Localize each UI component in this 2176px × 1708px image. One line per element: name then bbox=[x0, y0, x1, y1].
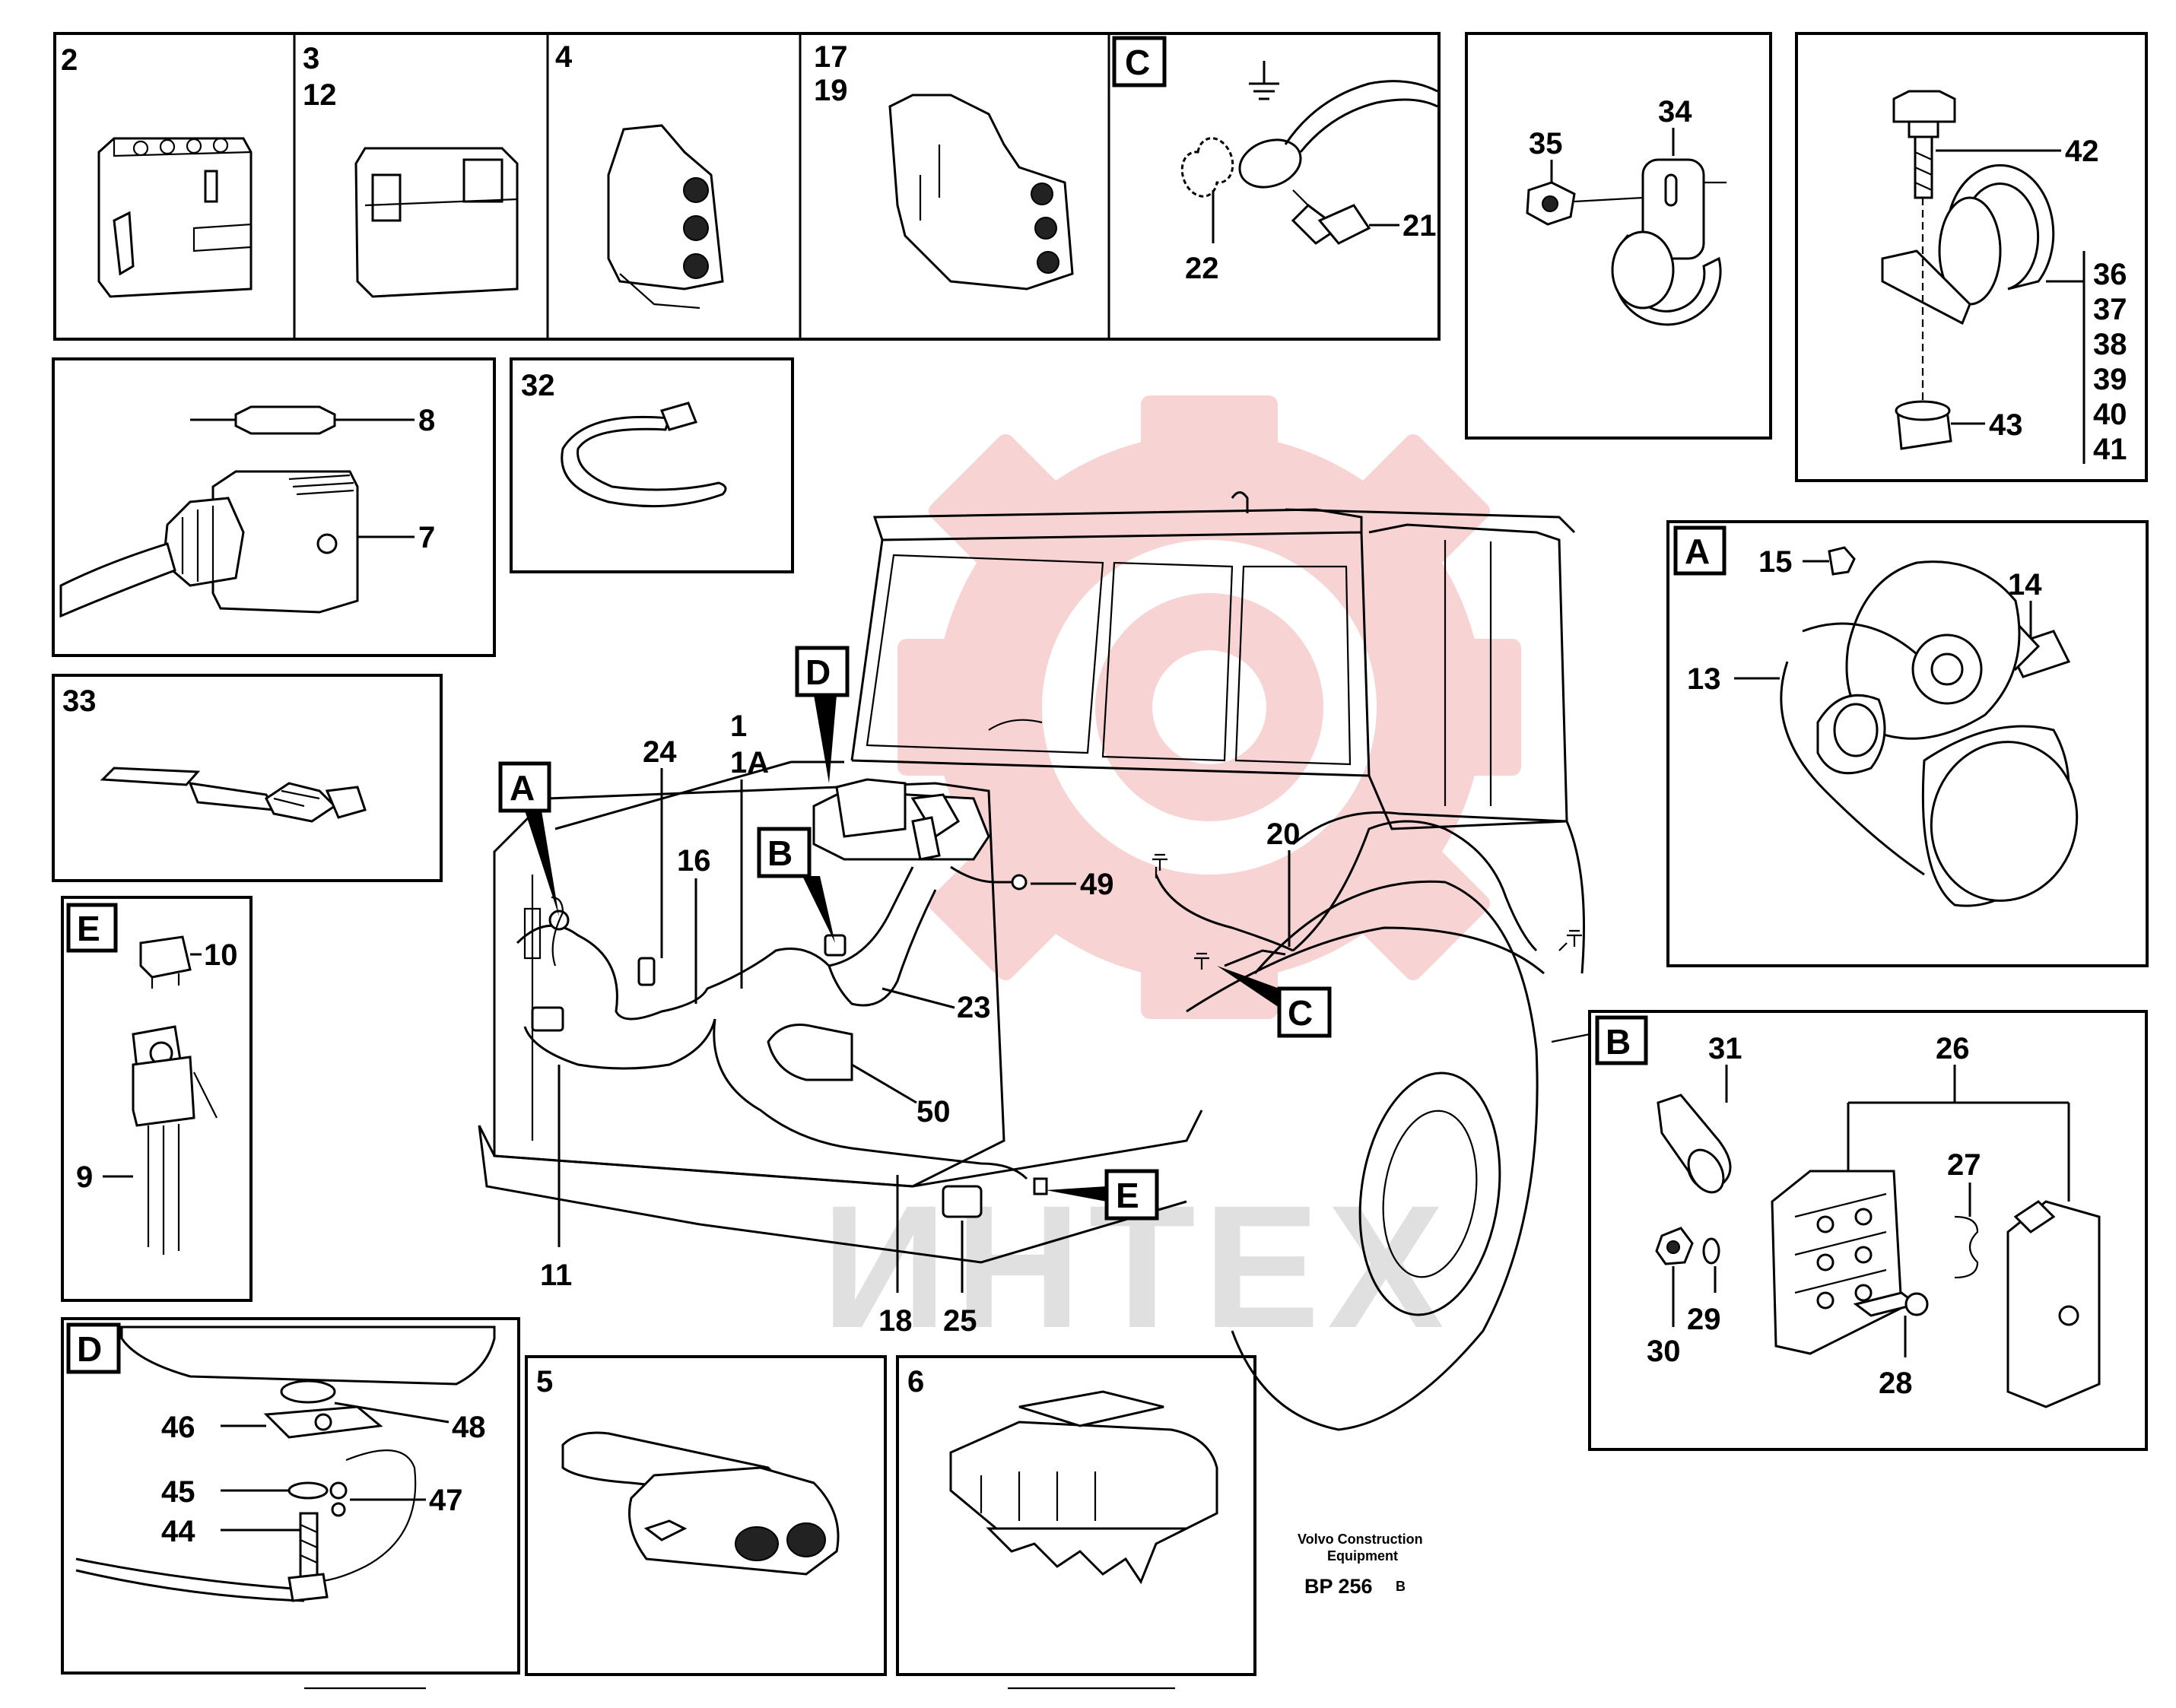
callout-stack-36-41: 36 37 38 39 40 41 bbox=[2093, 258, 2127, 466]
panel-7-8-valve-connector: 8 7 bbox=[52, 357, 496, 657]
callout-35: 35 bbox=[1529, 127, 1563, 160]
callout-23: 23 bbox=[957, 991, 991, 1024]
callout-28: 28 bbox=[1879, 1367, 1913, 1400]
panel-3-12-connector: 3 12 bbox=[303, 42, 519, 298]
panel-33-number: 33 bbox=[62, 684, 97, 718]
panel-33-terminal: 33 bbox=[52, 674, 443, 882]
ground-symbol-icon bbox=[1152, 853, 1582, 970]
panel-36-43-grommet: 42 43 36 37 38 39 40 41 bbox=[1795, 32, 2148, 482]
panel-e-fuse-relay: E 10 9 bbox=[61, 896, 253, 1302]
callout-11: 11 bbox=[540, 1259, 572, 1292]
callout-24: 24 bbox=[643, 735, 677, 769]
panel-6-connector: 6 bbox=[896, 1355, 1256, 1676]
callout-41: 41 bbox=[2093, 433, 2127, 466]
panel-d-ground-stud: D 48 46 45 47 44 bbox=[61, 1317, 520, 1675]
callout-21: 21 bbox=[1402, 209, 1437, 243]
callout-29: 29 bbox=[1687, 1303, 1721, 1336]
footer-maker-line2: Equipment bbox=[1327, 1548, 1398, 1564]
callout-15: 15 bbox=[1758, 545, 1793, 579]
panel-b-letter: B bbox=[1606, 1022, 1631, 1062]
main-tag-d: D bbox=[805, 652, 831, 692]
callout-50: 50 bbox=[916, 1095, 951, 1129]
panel-4-number: 4 bbox=[555, 40, 573, 74]
panel-19-number: 19 bbox=[814, 74, 848, 107]
panel-5-connector: 5 bbox=[525, 1355, 887, 1676]
callout-20: 20 bbox=[1266, 817, 1301, 851]
callout-16: 16 bbox=[677, 844, 711, 878]
panel-a-letter: A bbox=[1685, 532, 1710, 571]
panel-d-letter: D bbox=[77, 1329, 102, 1369]
callout-42: 42 bbox=[2065, 135, 2099, 168]
panel-3-number: 3 bbox=[303, 42, 319, 75]
panel-12-number: 12 bbox=[303, 78, 337, 112]
callout-30: 30 bbox=[1647, 1335, 1681, 1368]
panel-32-cable-tie: 32 bbox=[510, 357, 794, 573]
callout-14: 14 bbox=[2008, 568, 2042, 602]
panel-17-19-connector: 17 19 bbox=[814, 40, 1074, 290]
callout-49: 49 bbox=[1080, 868, 1114, 901]
callout-9: 9 bbox=[76, 1160, 93, 1194]
callout-38: 38 bbox=[2093, 328, 2127, 361]
callout-39: 39 bbox=[2093, 363, 2127, 396]
panel-e-letter: E bbox=[77, 909, 100, 948]
main-tag-a: A bbox=[510, 768, 535, 808]
callout-22: 22 bbox=[1185, 252, 1219, 285]
footer-code: BP 256 bbox=[1304, 1575, 1373, 1598]
panel-c-ground-terminal: C 21 22 bbox=[1112, 36, 1438, 285]
panel-b-connector-block: B 31 26 27 30 29 28 bbox=[1588, 1010, 2148, 1451]
callout-7: 7 bbox=[418, 521, 435, 554]
callout-37: 37 bbox=[2093, 293, 2127, 326]
watermark-gear-logo bbox=[897, 395, 1521, 1019]
callout-10: 10 bbox=[204, 938, 238, 972]
callout-8: 8 bbox=[418, 404, 435, 437]
panel-2-connector: 2 bbox=[61, 43, 253, 298]
callout-34: 34 bbox=[1658, 95, 1692, 129]
callout-46: 46 bbox=[161, 1411, 195, 1444]
footer-block: Volvo Construction Equipment BP 256 B bbox=[304, 1532, 1423, 1690]
main-tag-b: B bbox=[767, 833, 793, 873]
callout-48: 48 bbox=[452, 1411, 486, 1444]
panel-row-1 bbox=[53, 32, 1441, 341]
panel-32-number: 32 bbox=[521, 369, 555, 402]
callout-44: 44 bbox=[161, 1515, 195, 1548]
callout-1: 1 bbox=[730, 710, 747, 743]
callout-25: 25 bbox=[943, 1304, 977, 1338]
callout-45: 45 bbox=[161, 1475, 195, 1509]
panel-2-number: 2 bbox=[61, 43, 78, 77]
main-tag-c: C bbox=[1288, 993, 1313, 1033]
callout-47: 47 bbox=[429, 1484, 463, 1517]
callout-40: 40 bbox=[2093, 398, 2127, 431]
panel-5-number: 5 bbox=[536, 1365, 553, 1398]
main-loader-illustration bbox=[478, 491, 1590, 1431]
callout-43: 43 bbox=[1989, 408, 2023, 442]
ground-symbol-icon bbox=[1249, 61, 1279, 100]
callout-27: 27 bbox=[1947, 1148, 1981, 1182]
panel-6-number: 6 bbox=[907, 1365, 924, 1398]
callout-13: 13 bbox=[1687, 662, 1721, 696]
panel-4-connector: 4 bbox=[555, 40, 724, 310]
panel-17-number: 17 bbox=[814, 40, 848, 74]
callout-18: 18 bbox=[878, 1304, 913, 1338]
footer-rev: B bbox=[1396, 1579, 1406, 1594]
panel-c-letter: C bbox=[1125, 43, 1150, 82]
footer-maker-line1: Volvo Construction bbox=[1298, 1532, 1423, 1547]
main-callout-numbers: 24 1 1A 16 49 20 23 50 11 18 25 bbox=[540, 710, 1301, 1338]
main-tag-e: E bbox=[1116, 1176, 1139, 1215]
callout-36: 36 bbox=[2093, 258, 2127, 291]
callout-31: 31 bbox=[1708, 1032, 1742, 1065]
panel-a-horn: A 15 14 13 bbox=[1666, 520, 2149, 967]
panel-34-35-clamp: 34 35 bbox=[1465, 32, 1772, 440]
callout-26: 26 bbox=[1936, 1032, 1970, 1065]
